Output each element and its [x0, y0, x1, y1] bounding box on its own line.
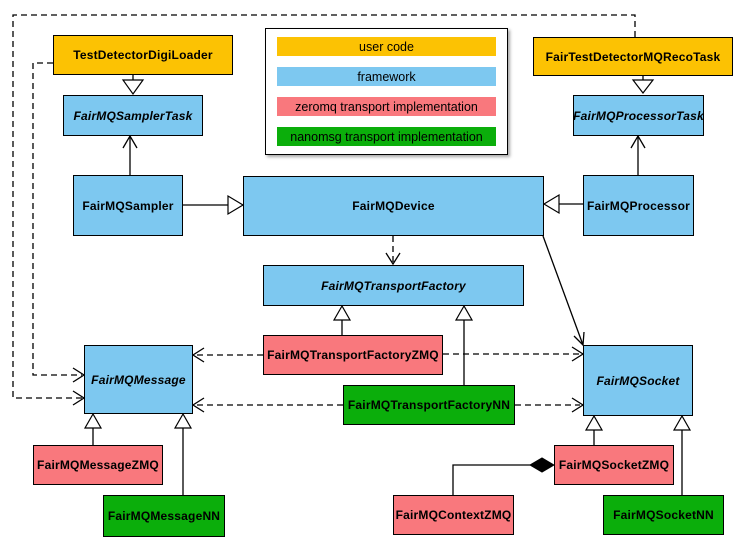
edge-processor-device-inherit	[542, 193, 583, 215]
node-fairmqsamplertask: FairMQSamplerTask	[63, 95, 203, 136]
node-fairtestdetectormqrecotask: FairTestDetectorMQRecoTask	[533, 37, 733, 76]
legend-item-zeromq: zeromq transport implementation	[277, 97, 496, 116]
legend-item-user-code: user code	[277, 37, 496, 56]
edge-tfzmq-message-dashed	[191, 347, 263, 363]
edge-sampler-device-inherit	[183, 194, 245, 216]
node-fairmqmessagezmq: FairMQMessageZMQ	[33, 445, 163, 485]
edge-messagenn-message-inherit	[173, 412, 193, 495]
node-fairmqtransportfactoryzmq: FairMQTransportFactoryZMQ	[263, 335, 443, 375]
legend-item-framework: framework	[277, 67, 496, 86]
node-fairmqsocket: FairMQSocket	[583, 345, 693, 416]
node-fairmqtransportfactory: FairMQTransportFactory	[263, 265, 524, 306]
node-fairmqtransportfactorynn: FairMQTransportFactoryNN	[343, 385, 515, 425]
legend-item-nanomsg: nanomsg transport implementation	[277, 127, 496, 146]
node-fairmqsocketzmq: FairMQSocketZMQ	[554, 445, 674, 485]
node-testdetectordigiloader: TestDetectorDigiLoader	[53, 35, 233, 75]
node-fairmqsampler: FairMQSampler	[73, 175, 183, 236]
edge-tfnn-message-dashed	[191, 397, 343, 413]
legend: user code framework zeromq transport imp…	[265, 28, 508, 155]
edge-socketnn-socket-inherit	[672, 414, 692, 495]
edge-tfnn-transportfactory-inherit	[454, 304, 474, 385]
edge-device-socket-arrow	[542, 235, 585, 347]
node-fairmqsocketnn: FairMQSocketNN	[603, 495, 724, 535]
node-fairmqprocessor: FairMQProcessor	[583, 175, 694, 236]
edge-device-transportfactory-dashed	[385, 236, 401, 266]
edge-recotask-processortask-inherit	[631, 76, 655, 94]
edge-tfnn-socket-dashed	[515, 397, 585, 413]
node-fairmqprocessortask: FairMQProcessorTask	[573, 95, 704, 136]
edge-socketzmq-contextzmq-composition	[452, 457, 555, 495]
node-fairmqdevice: FairMQDevice	[243, 176, 544, 236]
edge-digiloader-samplertask-inherit	[121, 75, 145, 96]
node-fairmqcontextzmq: FairMQContextZMQ	[393, 495, 514, 535]
edge-sampler-samplertask-arrow	[122, 134, 138, 175]
edge-processor-processortask-arrow	[630, 134, 646, 175]
node-fairmqmessagenn: FairMQMessageNN	[103, 495, 225, 537]
edge-tfzmq-transportfactory-inherit	[332, 304, 352, 335]
node-fairmqmessage: FairMQMessage	[84, 345, 193, 414]
edge-socketzmq-socket-inherit	[584, 414, 604, 445]
edge-messagezmq-message-inherit	[83, 412, 103, 445]
